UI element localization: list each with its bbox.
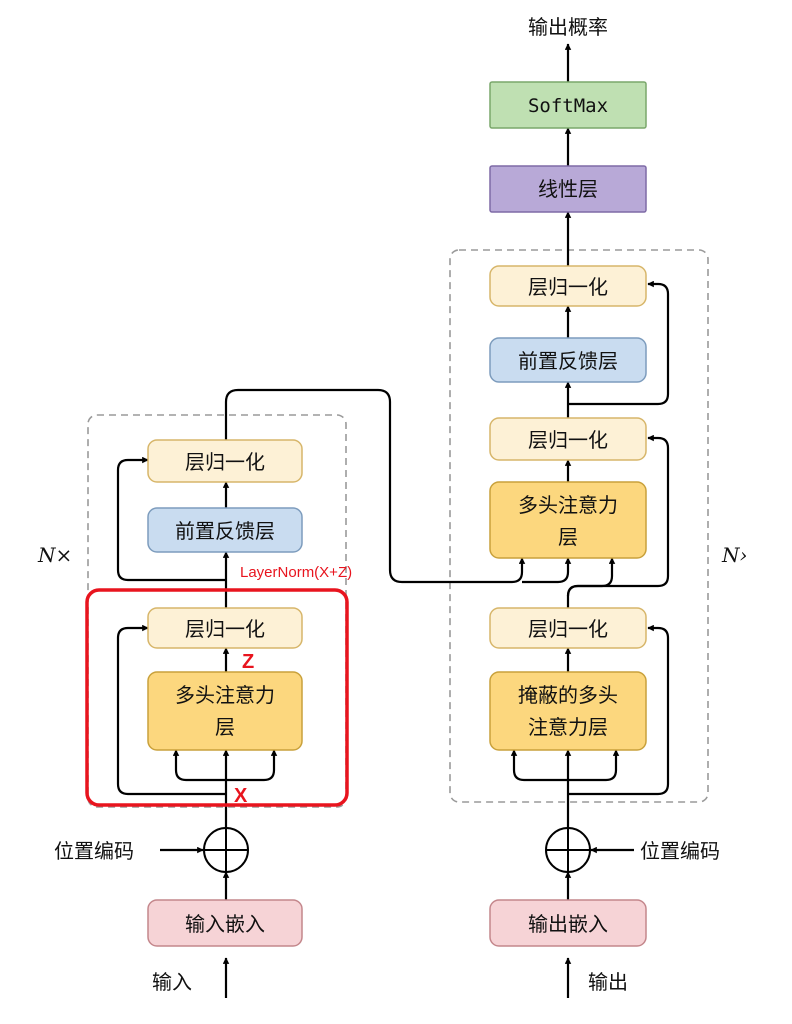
decoder-repeat-box xyxy=(449,249,709,803)
encoder-repeat-label: N× xyxy=(37,543,72,567)
decoder-norm1-box xyxy=(489,607,647,649)
decoder-pos-encoding-label: 位置编码 xyxy=(640,839,720,863)
linear-layer-label: 线性层 xyxy=(538,177,598,201)
layernorm-annotation: LayerNorm(X+Z) xyxy=(240,564,352,581)
encoder-pos-encoding-label: 位置编码 xyxy=(54,839,134,863)
encoder-ffn-label: 前置反馈层 xyxy=(175,519,275,543)
z-annotation: Z xyxy=(242,651,254,673)
encoder: 层归一化 前置反馈层 层归一化 多头注意力 层 输入嵌入 位置编码 输入 N× xyxy=(37,439,303,994)
decoder-norm3-box xyxy=(489,265,647,307)
decoder-cross-attention-box xyxy=(489,481,647,559)
encoder-ffn-box xyxy=(147,507,303,553)
highlight-annotation: LayerNorm(X+Z) Z X xyxy=(85,564,352,807)
decoder-masked-attention-label-line2: 注意力层 xyxy=(528,715,608,739)
decoder-cross-attention-label-line1: 多头注意力 xyxy=(518,493,618,517)
decoder-cross-attention-label-line2: 层 xyxy=(558,525,578,549)
decoder-output-label: 输出 xyxy=(588,970,628,994)
encoder-norm2-label: 层归一化 xyxy=(185,450,265,474)
softmax-label: SoftMax xyxy=(528,95,608,117)
linear-layer-box xyxy=(489,165,647,213)
decoder-repeat-label: N› xyxy=(721,543,748,567)
output-probs-label: 输出概率 xyxy=(528,15,608,39)
encoder-attention-box xyxy=(147,671,303,751)
connections xyxy=(116,43,670,998)
encoder-norm2-box xyxy=(147,439,303,483)
decoder-masked-attention-box xyxy=(489,671,647,751)
output-head: 线性层 SoftMax 输出概率 xyxy=(489,15,647,213)
decoder-embedding-label: 输出嵌入 xyxy=(528,912,608,936)
decoder-ffn-label: 前置反馈层 xyxy=(518,349,618,373)
decoder-norm1-label: 层归一化 xyxy=(528,617,608,641)
softmax-box xyxy=(489,81,647,129)
decoder-masked-attention-label-line1: 掩蔽的多头 xyxy=(518,683,618,707)
decoder-embedding-box xyxy=(489,899,647,947)
encoder-norm1-box xyxy=(147,607,303,649)
decoder-norm2-label: 层归一化 xyxy=(528,428,608,452)
encoder-embedding-box xyxy=(147,899,303,947)
decoder-norm3-label: 层归一化 xyxy=(528,275,608,299)
encoder-attention-label-line2: 层 xyxy=(215,715,235,739)
encoder-attention-label-line1: 多头注意力 xyxy=(175,683,275,707)
highlight-box xyxy=(85,588,349,807)
encoder-norm1-label: 层归一化 xyxy=(185,617,265,641)
decoder-norm2-box xyxy=(489,417,647,461)
encoder-input-label: 输入 xyxy=(152,970,192,994)
decoder: 层归一化 前置反馈层 层归一化 多头注意力 层 层归一化 掩蔽的多头 注意力层 … xyxy=(489,265,748,994)
decoder-ffn-box xyxy=(489,337,647,383)
x-annotation: X xyxy=(234,785,248,807)
encoder-embedding-label: 输入嵌入 xyxy=(185,912,265,936)
